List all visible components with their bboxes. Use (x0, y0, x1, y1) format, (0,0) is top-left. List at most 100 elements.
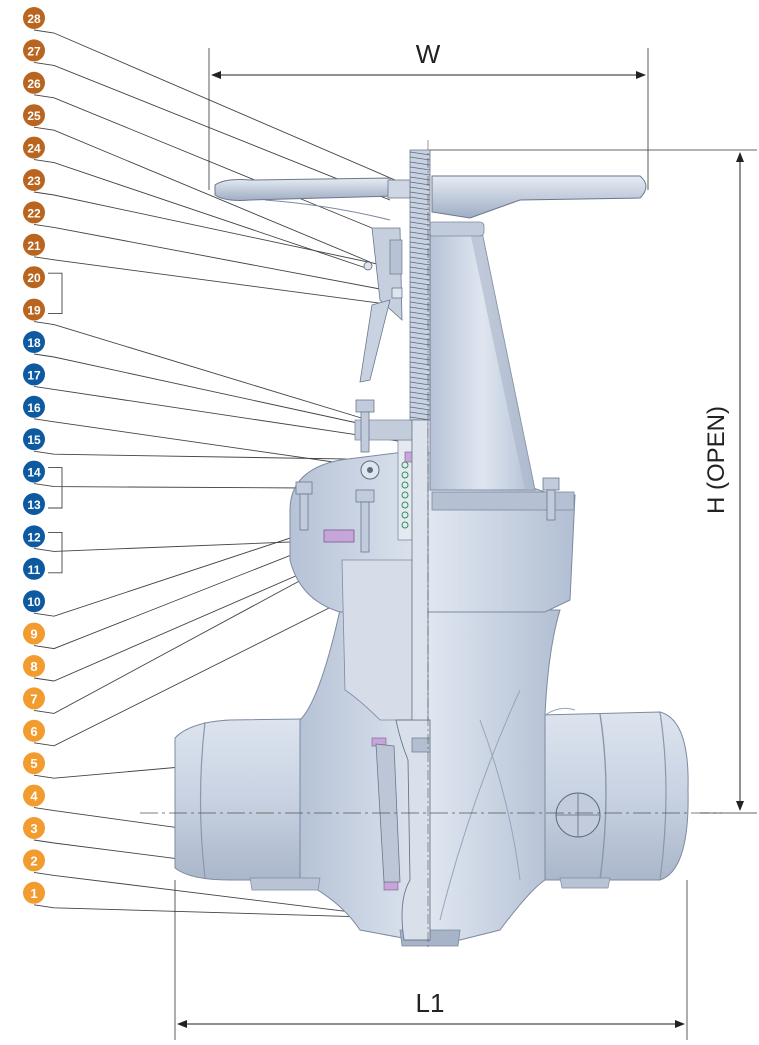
callout-number: 6 (30, 724, 37, 739)
leader-line (33, 904, 401, 919)
callout-circle (23, 460, 45, 483)
callout-number: 8 (30, 659, 37, 674)
leader-line (33, 223, 397, 293)
leader-line (33, 599, 346, 747)
dimension-w: W (208, 39, 649, 190)
callout-circle (23, 39, 45, 62)
dimension-l1: L1 (174, 880, 688, 1040)
callout-badge: 23 (23, 169, 45, 191)
callout-circle (23, 201, 45, 224)
leader-line (33, 94, 373, 229)
callout-badge: 12 (23, 525, 45, 548)
callout-circle (23, 493, 45, 515)
leader-line (33, 499, 406, 617)
callout-circle (23, 849, 45, 872)
callout-circle (23, 331, 45, 353)
callout-circle (23, 719, 45, 742)
callout-circle (23, 817, 45, 839)
leader-line (33, 418, 376, 469)
callout-number: 9 (30, 627, 37, 642)
section-cut (295, 399, 560, 941)
callout-badge: 5 (23, 752, 45, 775)
callout-circle (23, 784, 45, 807)
callout-number: 15 (27, 433, 41, 447)
callout-number: 5 (30, 756, 37, 771)
callout-number: 28 (27, 12, 41, 26)
callout-circle (23, 881, 45, 904)
callout-number: 1 (30, 886, 37, 901)
callout-circle (23, 136, 45, 159)
callout-number: 3 (30, 821, 37, 836)
callout-number: 22 (27, 206, 41, 220)
callout-number: 12 (27, 530, 41, 544)
callout-circle (23, 395, 45, 418)
callout-badge: 14 (23, 460, 45, 483)
callout-number: 14 (27, 466, 41, 480)
callout-circle (23, 266, 45, 289)
callout-circle (23, 428, 45, 451)
callout-circle (23, 363, 45, 386)
leader-line (33, 159, 367, 269)
callout-number: 11 (28, 563, 41, 577)
callout-badge: 11 (23, 557, 45, 580)
callout-badge: 22 (23, 201, 45, 224)
callout-number: 7 (30, 691, 37, 706)
callout-badge: 20 (23, 266, 45, 289)
callout-circle (23, 752, 45, 775)
callout-circle (23, 622, 45, 645)
callout-number: 2 (30, 853, 37, 868)
callout-number: 13 (27, 498, 41, 512)
callout-circle (23, 71, 45, 94)
leader-line (33, 539, 341, 552)
callout-circle (23, 233, 45, 256)
callout-circle (23, 525, 45, 548)
callout-badge: 18 (23, 331, 45, 353)
leader-line (33, 385, 406, 443)
callout-circle (23, 655, 45, 677)
callout-bracket (48, 272, 63, 315)
callout-badge: 24 (23, 136, 45, 159)
leader-line (33, 29, 396, 181)
callout-badge: 17 (23, 363, 45, 386)
callout-circle (23, 557, 45, 580)
callout-circle (23, 104, 45, 127)
leader-line (33, 483, 306, 489)
leader-line (33, 61, 391, 201)
callout-badge: 10 (23, 590, 45, 613)
callout-circle (23, 7, 45, 29)
callout-number: 27 (27, 44, 41, 58)
leader-line (33, 191, 397, 269)
height-dimension-label: H (OPEN) (703, 406, 730, 514)
leader-line (33, 519, 381, 650)
callout-badge: 27 (23, 39, 45, 62)
callout-number: 16 (27, 401, 41, 415)
callout-badge: 26 (23, 71, 45, 94)
leader-line (33, 256, 387, 305)
callout-circle (23, 298, 45, 321)
leader-line (33, 353, 363, 425)
callout-badge: 7 (23, 687, 45, 710)
callout-bracket (48, 467, 63, 509)
leader-line (33, 557, 343, 714)
callout-circle (23, 169, 45, 191)
leader-line (33, 321, 369, 421)
callout-number: 10 (27, 595, 41, 609)
callout-badge: 25 (23, 104, 45, 127)
callout-badge: 1 (23, 881, 45, 904)
callout-badge: 15 (23, 428, 45, 451)
callout-badge: 16 (23, 395, 45, 418)
callout-badge: 9 (23, 622, 45, 645)
leader-line (33, 547, 361, 682)
valve-body (174, 221, 689, 947)
callout-number: 19 (27, 304, 41, 318)
length-dimension-label: L1 (416, 988, 445, 1018)
handwheel (214, 175, 647, 383)
callout-badge: 21 (23, 233, 45, 256)
callout-number: 4 (30, 789, 38, 804)
callout-number: 24 (27, 142, 41, 156)
callout-badge: 2 (23, 849, 45, 872)
callout-badge: 13 (23, 493, 45, 515)
callout-badge: 4 (23, 784, 45, 807)
callout-number: 26 (27, 77, 41, 91)
